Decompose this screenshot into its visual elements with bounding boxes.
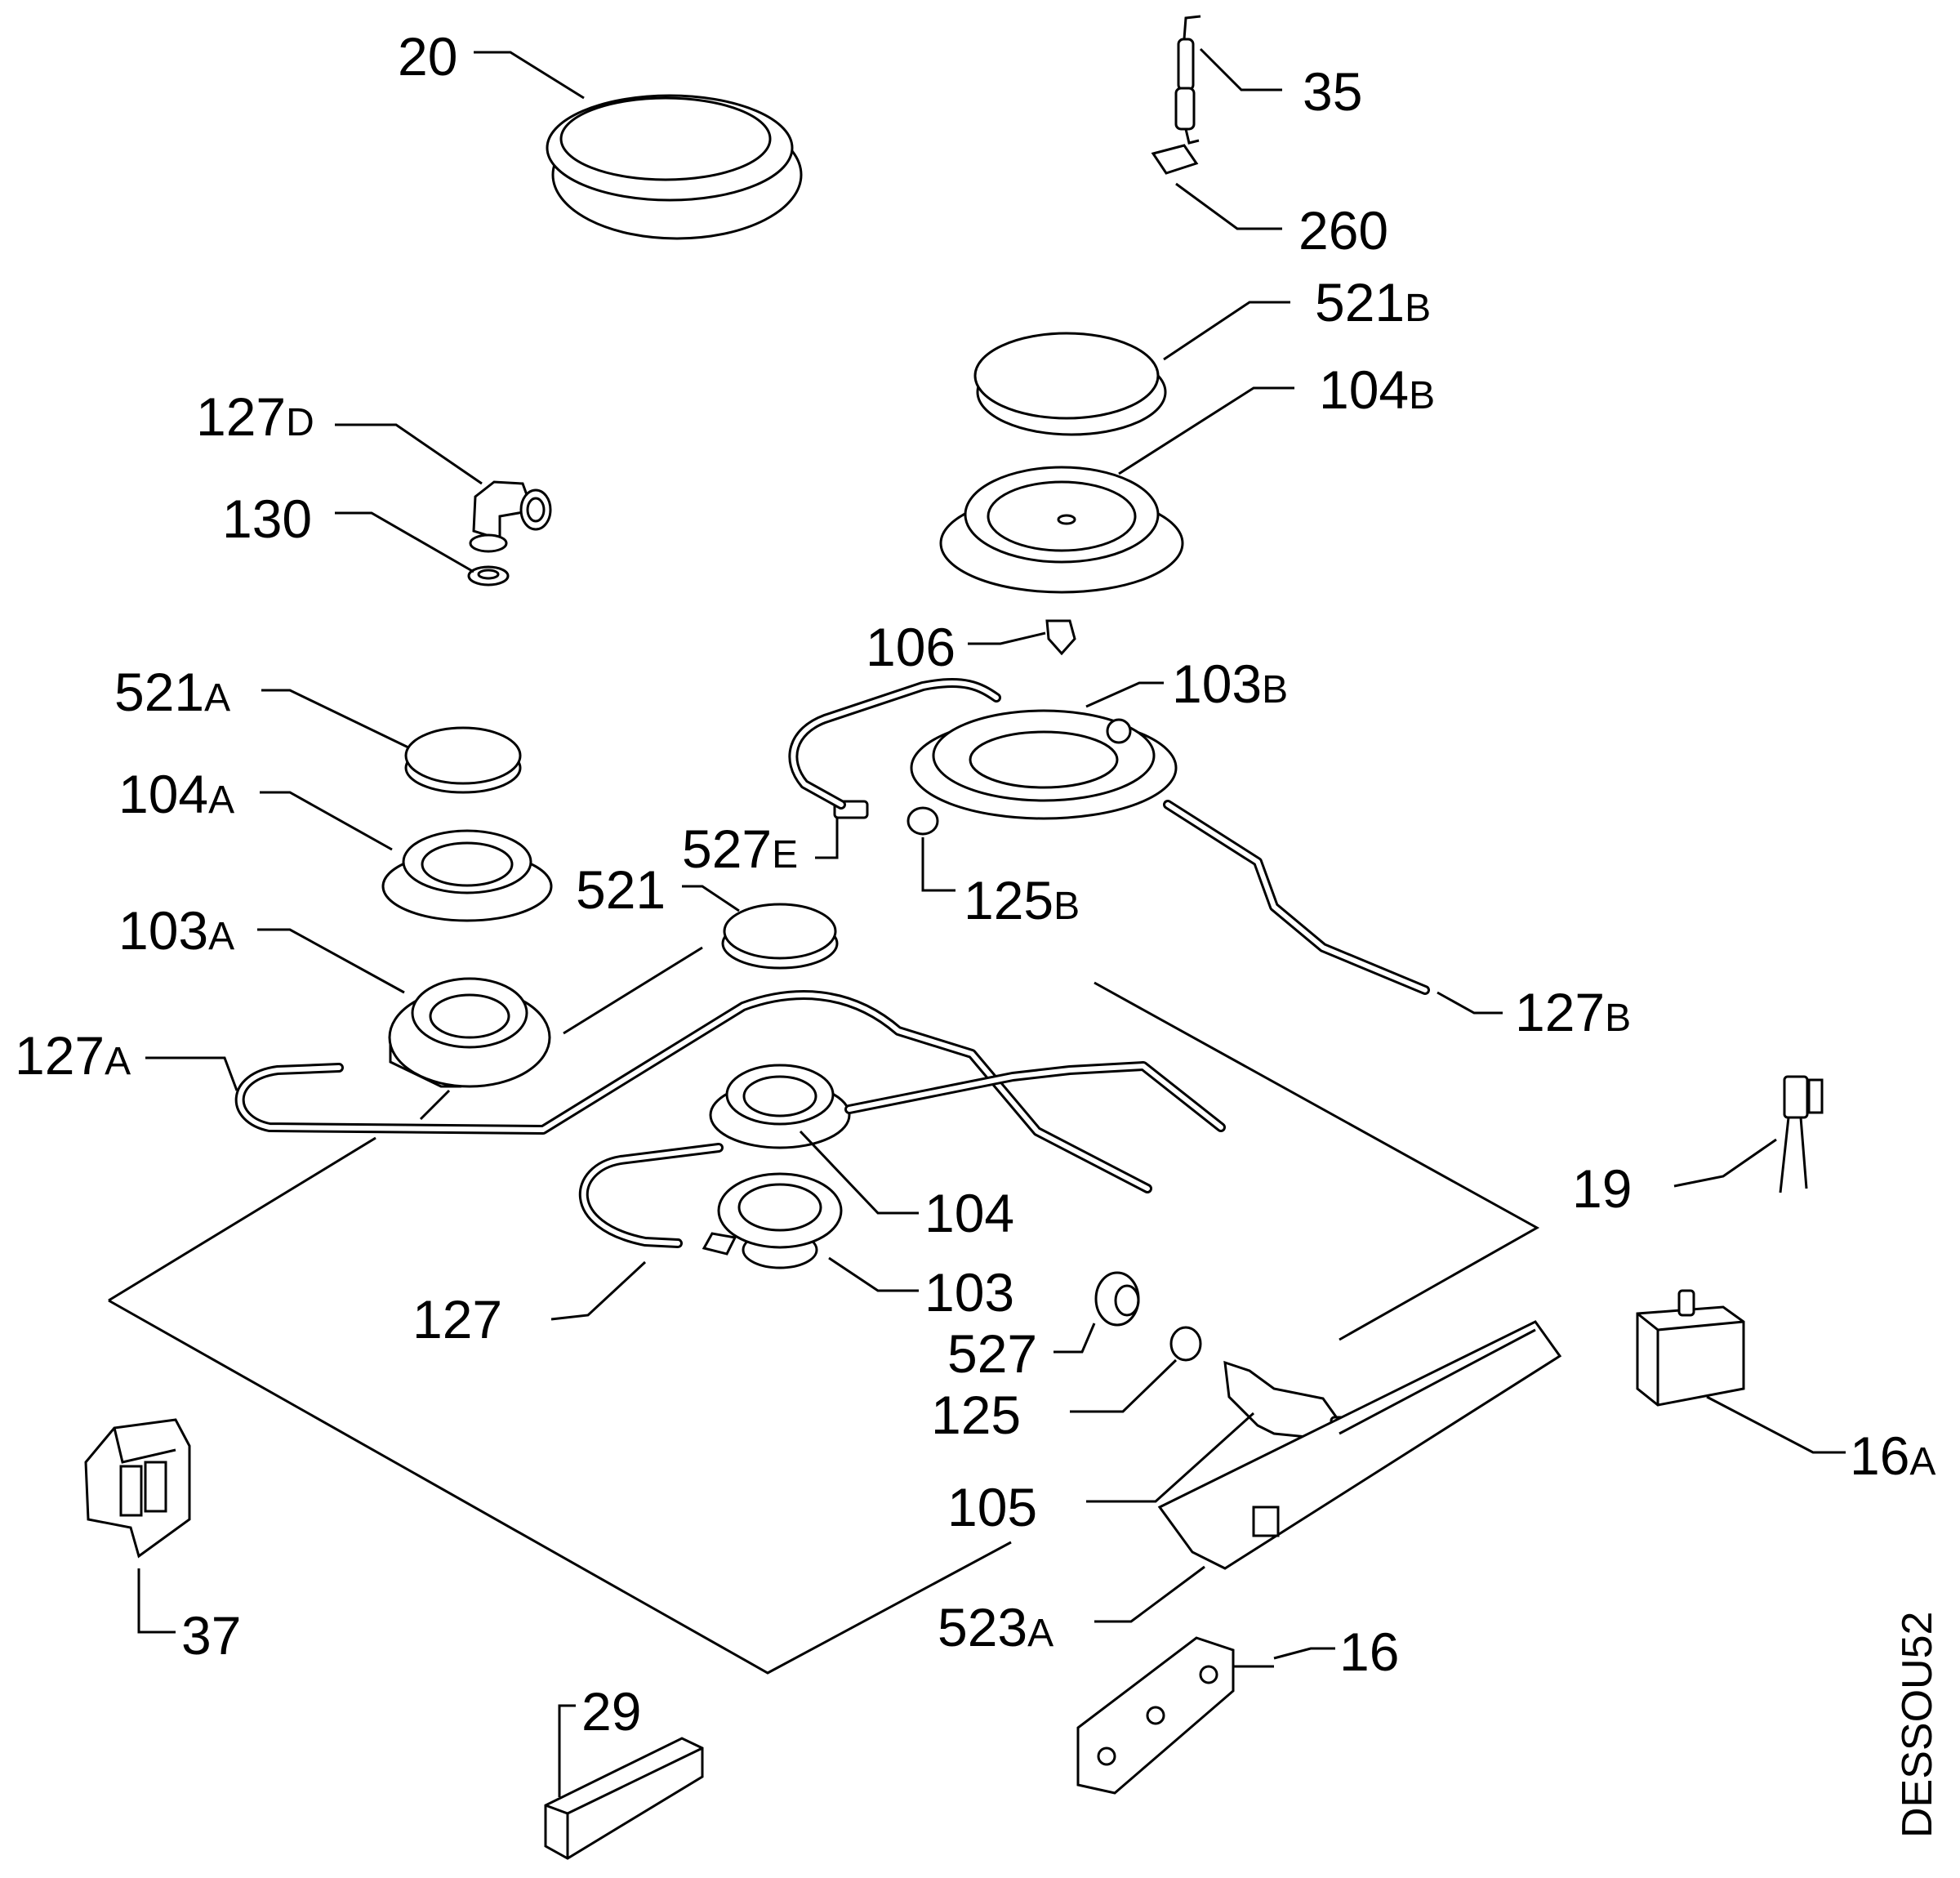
gas-pipes xyxy=(234,677,1430,1248)
label-521: 521 xyxy=(576,859,666,920)
large-burner-cap xyxy=(546,94,803,240)
label-260: 260 xyxy=(1298,200,1388,261)
label-130: 130 xyxy=(222,488,312,549)
label-37: 37 xyxy=(181,1605,241,1666)
label-19: 19 xyxy=(1572,1158,1632,1219)
spring-clip-bracket xyxy=(84,1418,191,1559)
label-103b: 103B xyxy=(1172,654,1288,714)
part-number-labels: 20 35 260 521B 104B 127D 130 106 103B 52… xyxy=(15,26,1936,1742)
label-521a: 521A xyxy=(114,662,230,722)
label-127d: 127D xyxy=(196,386,314,447)
label-104a: 104A xyxy=(118,764,234,824)
burner-head-large xyxy=(939,466,1184,594)
label-105: 105 xyxy=(947,1477,1037,1537)
mounting-rail xyxy=(1157,1320,1562,1570)
label-521b: 521B xyxy=(1315,272,1431,332)
label-20: 20 xyxy=(398,26,457,87)
label-104b: 104B xyxy=(1319,359,1435,420)
label-16: 16 xyxy=(1339,1622,1399,1682)
label-104: 104 xyxy=(924,1183,1014,1243)
burner-base-medium xyxy=(702,1172,843,1269)
label-29: 29 xyxy=(581,1681,641,1742)
ignition-generator xyxy=(1636,1289,1745,1407)
label-35: 35 xyxy=(1303,61,1362,122)
burner-head-small xyxy=(381,829,553,922)
label-125: 125 xyxy=(931,1385,1021,1445)
ignition-switch-strip xyxy=(1076,1636,1274,1795)
gas-inlet-elbow xyxy=(469,480,552,553)
sealing-washer xyxy=(467,565,510,587)
pipe-nut xyxy=(906,806,939,836)
ignition-electrode xyxy=(1174,15,1201,145)
label-103: 103 xyxy=(924,1262,1014,1323)
burner-cap-medium xyxy=(721,903,839,970)
leader-lines xyxy=(137,47,1846,1797)
electrode-clip xyxy=(1151,144,1199,175)
label-127: 127 xyxy=(412,1289,502,1349)
label-523a: 523A xyxy=(938,1597,1054,1657)
burner-head-medium xyxy=(709,1064,851,1149)
label-127b: 127B xyxy=(1515,982,1631,1042)
label-125b: 125B xyxy=(964,870,1080,930)
label-103a: 103A xyxy=(118,900,234,961)
label-16a: 16A xyxy=(1850,1425,1936,1486)
hob-panel xyxy=(108,981,1540,1675)
label-106: 106 xyxy=(866,617,956,677)
support-bracket xyxy=(544,1737,704,1860)
drawing-code: DESSOU52 xyxy=(1894,1612,1941,1838)
burner-base-small xyxy=(388,977,551,1088)
label-527: 527 xyxy=(947,1323,1037,1384)
injector-nozzle xyxy=(1045,619,1076,656)
burner-base-large xyxy=(910,709,1178,820)
ignition-microswitch xyxy=(1779,1075,1824,1193)
connector-sleeve xyxy=(1094,1271,1140,1327)
label-127a: 127A xyxy=(15,1025,131,1086)
burner-cap-small xyxy=(404,726,522,794)
connector-nut xyxy=(1169,1326,1202,1362)
burner-cap-large xyxy=(973,332,1167,436)
label-527e: 527E xyxy=(682,819,798,879)
